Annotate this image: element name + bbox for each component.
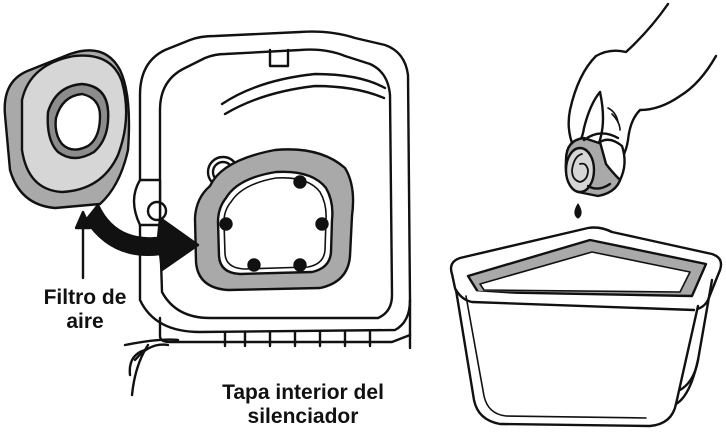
muffler-cover-label: Tapa interior del silenciador [188, 381, 418, 428]
air-filter-label-line1: Filtro de [43, 286, 127, 309]
filter-pointer-line [74, 210, 92, 280]
air-filter-label: Filtro de aire [20, 286, 150, 333]
muffler-cover-label-line1: Tapa interior del [222, 381, 384, 404]
curved-arrow-icon [84, 203, 200, 272]
air-filter-ring-icon [3, 49, 131, 210]
oil-drop-icon [574, 203, 582, 219]
basin-icon [449, 226, 723, 428]
muffler-cover-label-line2: silenciador [247, 404, 359, 428]
muffler-cover-icon [123, 30, 412, 397]
hand-squeezing-filter-icon [564, 2, 718, 198]
air-filter-label-line2: aire [66, 309, 104, 333]
